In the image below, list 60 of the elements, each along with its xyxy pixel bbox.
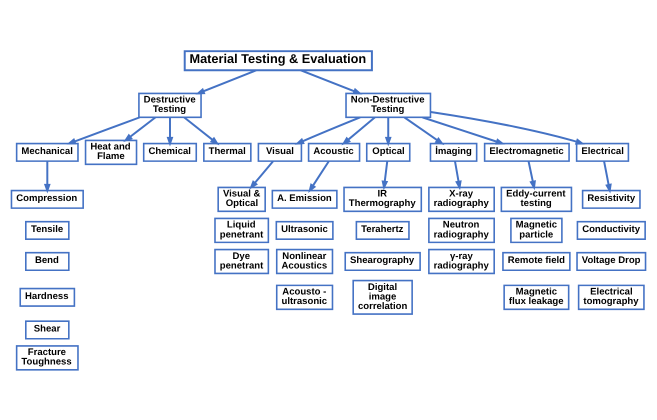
arrow	[166, 116, 174, 146]
node-box: Non-Destructive Testing	[345, 92, 432, 118]
node-box: Nonlinear Acoustics	[276, 248, 334, 274]
node-box: Thermal	[203, 142, 252, 162]
arrow	[300, 68, 362, 94]
node-box: Magnetic flux leakage	[503, 284, 570, 310]
arrow	[384, 116, 392, 146]
node-box: Acousto - ultrasonic	[276, 284, 334, 310]
node-box: Bend	[25, 251, 70, 271]
node-box: Material Testing & Evaluation	[184, 50, 373, 71]
node-box: Voltage Drop	[576, 251, 646, 271]
node-box: Resistivity	[582, 189, 641, 208]
node-box: Hardness	[19, 287, 76, 306]
node-box: X-ray radiography	[428, 186, 495, 212]
node-box: Conductivity	[576, 220, 646, 240]
node-box: Eddy-current testing	[500, 186, 572, 212]
node-box: Shearography	[344, 251, 421, 271]
arrow	[294, 116, 361, 144]
arrow	[454, 160, 462, 190]
arrow	[44, 160, 51, 194]
node-box: Remote field	[502, 251, 571, 271]
node-box: Digital image correlation	[352, 279, 413, 314]
arrow	[422, 116, 506, 144]
node-box: IR Thermography	[343, 186, 422, 212]
arrow	[603, 160, 612, 193]
node-box: Neutron radiography	[428, 217, 495, 243]
node-box: Ultrasonic	[276, 220, 334, 240]
node-box: Destructive Testing	[138, 92, 202, 118]
node-box: Heat and Flame	[84, 139, 138, 165]
node-box: Electrical tomography	[578, 284, 645, 310]
arrow	[404, 116, 444, 145]
node-box: Dye penetrant	[214, 248, 270, 274]
arrow	[249, 160, 274, 190]
node-box: γ-ray radiography	[428, 248, 495, 274]
arrow	[184, 116, 220, 145]
node-box: Mechanical	[16, 142, 79, 162]
arrow	[66, 116, 140, 144]
node-box: Magnetic particle	[510, 217, 563, 243]
node-box: Optical	[366, 142, 411, 162]
node-box: Compression	[10, 189, 84, 208]
node-box: Fracture Toughness	[16, 344, 79, 370]
arrow	[430, 110, 586, 144]
arrow	[308, 160, 330, 193]
node-box: Liquid penetrant	[214, 217, 270, 243]
node-box: Tensile	[25, 220, 70, 240]
arrow	[341, 116, 376, 145]
node-box: Acoustic	[308, 142, 360, 162]
node-box: Electrical	[576, 142, 630, 162]
arrow	[123, 116, 156, 142]
node-box: Chemical	[142, 142, 198, 162]
node-box: Terahertz	[356, 220, 410, 240]
node-box: Visual & Optical	[217, 186, 266, 212]
node-box: Electromagnetic	[484, 142, 570, 162]
node-box: İmaging	[430, 142, 478, 162]
arrow	[382, 160, 388, 190]
arrow	[528, 160, 536, 190]
node-box: A. Emission	[272, 189, 338, 208]
node-box: Shear	[25, 320, 70, 340]
arrow	[195, 68, 256, 94]
node-box: Visual	[258, 142, 302, 162]
